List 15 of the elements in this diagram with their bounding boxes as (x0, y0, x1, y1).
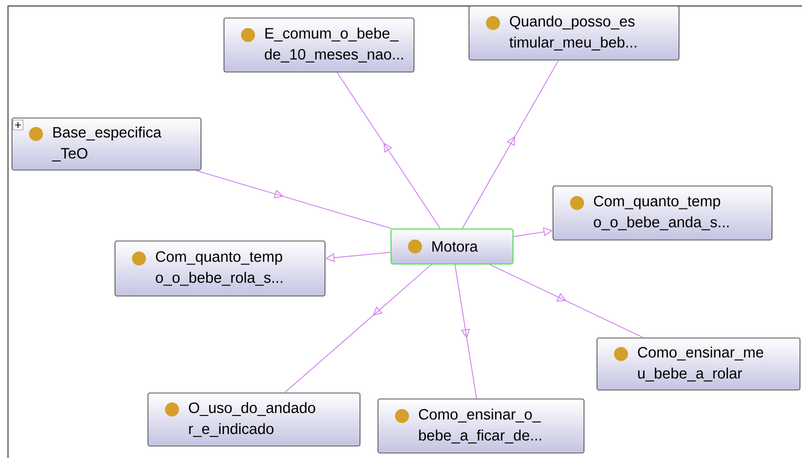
arrow (489, 264, 644, 338)
arrow (462, 60, 559, 229)
class-box: Quando_posso_es timular_meu_beb... (468, 6, 680, 60)
class-box: E_comum_o_bebe_ de_10_meses_nao... (224, 18, 414, 72)
class-box: Motora (390, 228, 514, 264)
class-box: Com_quanto_temp o_o_bebe_anda_s... (552, 186, 772, 240)
arrow (454, 264, 477, 399)
class-box: O_uso_do_andado r_e_indicado (148, 392, 360, 446)
arrow (336, 72, 441, 229)
class-box: Como_ensinar_o_ bebe_a_ficar_de... (378, 398, 584, 454)
class-box: Como_ensinar_me u_bebe_a_rolar (596, 338, 800, 390)
class-box: Base_especifica _TeO (12, 118, 202, 170)
arrow (284, 264, 432, 393)
class-box: Com_quanto_temp o_o_bebe_rola_s... (114, 240, 326, 296)
arrow (195, 170, 392, 229)
